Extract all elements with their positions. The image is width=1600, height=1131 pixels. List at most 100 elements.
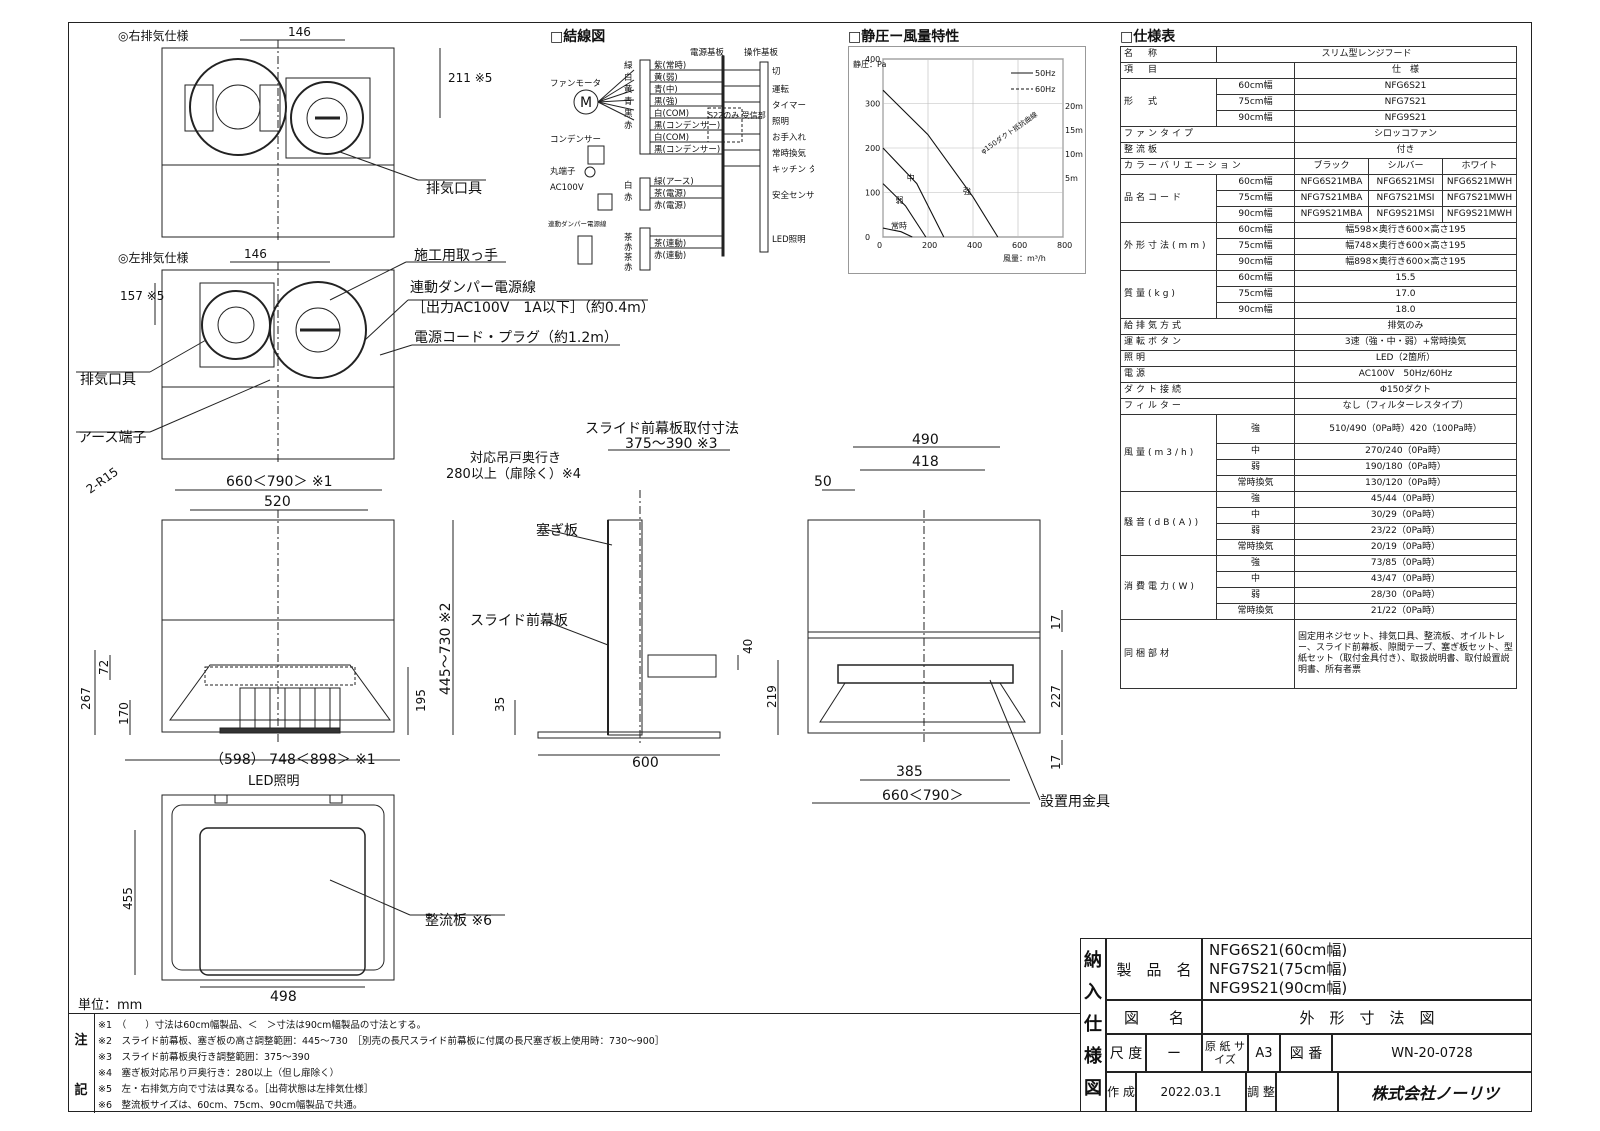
wire-color-11: 茶 (624, 252, 633, 263)
chart-y-tick: 300 (865, 100, 880, 109)
wire-color-12: 赤 (624, 263, 633, 273)
switch-2: 運転 (772, 85, 790, 95)
wire-color-10: 赤 (624, 243, 633, 253)
wiring-ac100v: AC100V (550, 183, 584, 193)
spec-value: NFG7S21MBA (1294, 190, 1369, 207)
wiring-ring-terminal: 丸端子 (550, 166, 576, 177)
left-exhaust-title: ◎左排気仕様 (118, 250, 188, 265)
dim-598: （598） 748＜898＞ ※1 (210, 752, 376, 768)
dim-445: 445～730 ※2 (438, 602, 454, 695)
tb-scale-label: 尺 度 (1106, 1034, 1146, 1072)
tb-paper-value: A3 (1248, 1034, 1280, 1072)
tb-side-1: 納 (1084, 950, 1102, 971)
dim-385: 385 (896, 764, 923, 780)
chart-series-line (882, 89, 999, 238)
unit-label: 単位：mm (78, 998, 143, 1013)
chart-duct-label: 10m (1065, 150, 1083, 159)
chart-series-line (882, 227, 913, 238)
spec-value: 仕 様 (1293, 62, 1518, 79)
dim-50: 50 (814, 474, 832, 490)
spec-sub: 75cm幅 (1216, 190, 1295, 207)
wiring-damper: 連動ダンパー電源線 (548, 219, 607, 228)
spec-sub: 75cm幅 (1216, 238, 1295, 255)
spec-label: ダクト接続 (1120, 382, 1295, 399)
spec-value: NFG7S21 (1293, 94, 1518, 111)
spec-label: 名 称 (1120, 46, 1217, 63)
wire-color-5: 黒 (624, 109, 633, 119)
wire-11: 赤(電源) (654, 201, 686, 211)
tb-side-2: 入 (1084, 982, 1102, 1003)
spec-value: 排気のみ (1293, 318, 1518, 335)
spec-sub: 強 (1216, 414, 1295, 444)
spec-label: 騒音(dB(A)) (1120, 491, 1217, 556)
title-block: 納 入 仕 様 図 製 品 名 NFG6S21(60cm幅) NFG7S21(7… (1080, 938, 1532, 1112)
dim-600: 600 (632, 755, 659, 771)
chart-x-tick: 0 (877, 241, 882, 250)
spec-sub: 60cm幅 (1216, 222, 1295, 239)
wire-2: 黄(弱) (654, 72, 678, 83)
chart-series-label: 中 (907, 173, 915, 183)
dim-660: 660＜790＞ ※1 (226, 474, 333, 490)
wire-color-3: 黄 (624, 84, 633, 95)
dim-157: 157 ※5 (120, 289, 164, 303)
tb-drawing-label: 図 名 (1106, 1000, 1202, 1034)
spec-value: 15.5 (1293, 270, 1518, 287)
dim-40: 40 (741, 639, 755, 654)
note-line: ※6 整流板サイズは、60cm、75cm、90cm幅製品で共通。 (98, 1100, 363, 1111)
wiring-control-board: 操作基板 (744, 47, 779, 58)
switch-9: LED照明 (772, 235, 806, 245)
note-line: ※3 スライド前幕板奥行き調整範囲：375～390 (98, 1052, 310, 1063)
spec-label: 運転ボタン (1120, 334, 1295, 351)
wiring-power-board: 電源基板 (690, 47, 725, 58)
cab-depth1: 対応吊戸奥行き (470, 451, 561, 466)
spec-value: 28/30（0Pa時） (1293, 587, 1518, 604)
spec-value: AC100V 50Hz/60Hz (1293, 366, 1518, 383)
spec-value: 270/240（0Pa時） (1293, 443, 1518, 460)
dim-17a: 17 (1049, 615, 1063, 630)
wiring-s22: S22のみ 受信部 (708, 110, 766, 120)
spec-value: ホワイト (1441, 158, 1518, 175)
spec-label: 風量(m3/h) (1120, 414, 1217, 492)
tb-product-2: NFG7S21(75cm幅) (1209, 959, 1348, 978)
spec-value: NFG6S21MBA (1294, 174, 1369, 191)
spec-value: NFG7S21MSI (1368, 190, 1443, 207)
wire-5: 白(COM) (654, 108, 689, 119)
wire-color-9: 茶 (624, 232, 633, 243)
chart-y-label: 静圧：Pa (853, 59, 886, 69)
spec-value: 固定用ネジセット、排気口具、整流板、オイルトレー、スライド前幕板、隙間テープ、塞… (1293, 619, 1518, 689)
wiring-capacitor: コンデンサー (550, 134, 601, 145)
chart-series-label: 弱 (896, 196, 904, 205)
note-line: ※2 スライド前幕板、塞ぎ板の高さ調整範囲：445～730 ［別売の長尺スライド… (98, 1036, 665, 1047)
dim-211: 211 ※5 (448, 71, 492, 85)
spec-sub: 弱 (1216, 523, 1295, 540)
spec-sub: 中 (1216, 443, 1295, 460)
spec-title: □仕様表 (1120, 29, 1176, 45)
chart-series-label: 常時 (891, 222, 907, 231)
spec-label: ファンタイプ (1120, 126, 1295, 143)
chart-y-tick: 0 (865, 233, 870, 242)
wire-9: 緑(アース) (654, 176, 694, 187)
spec-value: 510/490（0Pa時）420（100Pa時） (1293, 414, 1518, 444)
spec-sub: 60cm幅 (1216, 78, 1295, 95)
chart-x-tick: 800 (1057, 241, 1072, 250)
spec-sub: 中 (1216, 571, 1295, 588)
spec-value: 21/22（0Pa時） (1293, 603, 1518, 620)
wiring-title: □結線図 (550, 29, 606, 45)
spec-value: LED（2箇所） (1293, 350, 1518, 367)
dim-490: 490 (912, 432, 939, 448)
handle-label: 施工用取っ手 (414, 248, 498, 264)
straightener-label: 整流板 ※6 (425, 913, 492, 929)
tb-side-4: 様 (1084, 1046, 1102, 1067)
tb-scale-value: ー (1146, 1034, 1202, 1072)
note-line: ※5 左・右排気方向で寸法は異なる。［出荷状態は左排気仕様］ (98, 1084, 374, 1095)
right-exhaust-title: ◎右排気仕様 (118, 28, 188, 43)
spec-value: 幅748×奥行き600×高さ195 (1293, 238, 1518, 255)
spec-value: NFG9S21MWH (1441, 206, 1518, 223)
wire-color-7: 白 (624, 180, 633, 191)
chart-x-tick: 600 (1012, 241, 1027, 250)
spec-value: 130/120（0Pa時） (1293, 475, 1518, 492)
spec-sub: 強 (1216, 555, 1295, 572)
notes-side-1: 注 (74, 1033, 88, 1049)
